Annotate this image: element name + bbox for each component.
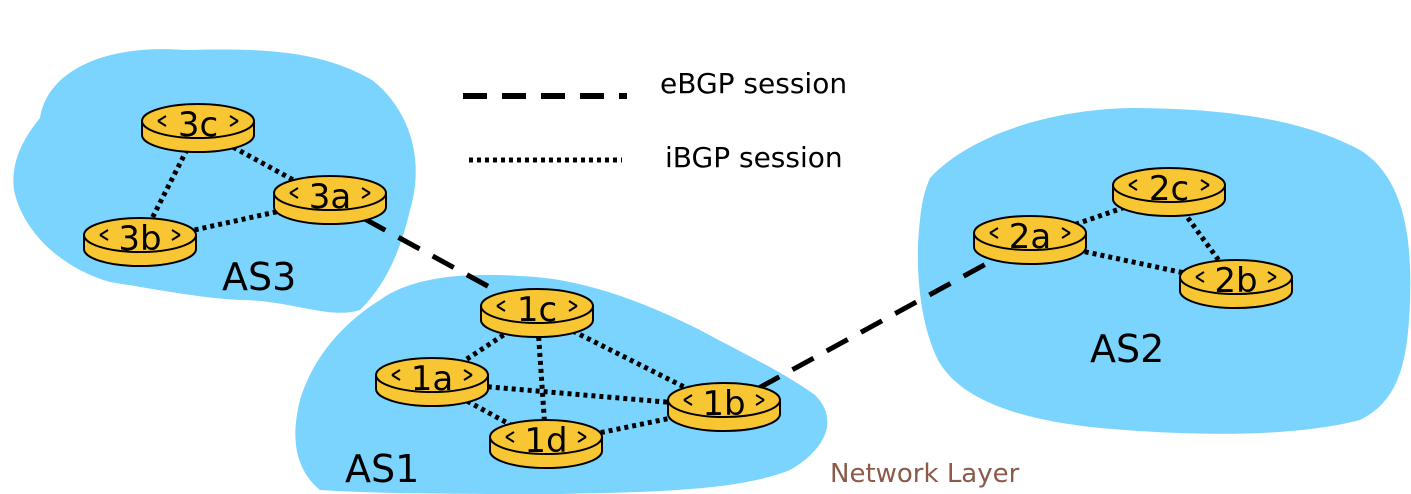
- router-label-2b: 2b: [1214, 261, 1257, 301]
- router-arrows: [1195, 271, 1277, 283]
- router-arrows: [989, 227, 1071, 239]
- ibgp-link-1a-1d: [430, 379, 548, 447]
- router-top: [1112, 167, 1226, 203]
- legend: eBGP session iBGP session: [463, 67, 847, 174]
- footer-caption: Network Layer: [830, 459, 1020, 489]
- router-3a: 3a: [273, 175, 387, 225]
- router-top: [83, 217, 197, 253]
- router-2c: 2c: [1112, 167, 1226, 217]
- router-label-1c: 1c: [517, 290, 557, 330]
- router-1c: 1c: [480, 288, 594, 338]
- router-2b: 2b: [1179, 259, 1293, 309]
- router-3b: 3b: [83, 217, 197, 267]
- ibgp-link-1c-1d: [534, 312, 549, 445]
- router-top: [667, 382, 781, 418]
- routers: 3c 3a 3b 1c 1a 1b 1d 2c 2a 2b: [83, 103, 1293, 469]
- router-top: [273, 175, 387, 211]
- router-label-2a: 2a: [1009, 217, 1051, 257]
- router-arrows: [496, 300, 578, 312]
- router-label-1a: 1a: [411, 359, 453, 399]
- router-label-3a: 3a: [309, 177, 351, 217]
- legend-ibgp-label: iBGP session: [665, 141, 843, 174]
- as3-label: AS3: [222, 255, 296, 299]
- as1-label: AS1: [345, 447, 419, 491]
- router-label-2c: 2c: [1149, 169, 1189, 209]
- router-3c: 3c: [141, 103, 255, 153]
- router-label-1b: 1b: [702, 384, 745, 424]
- router-arrows: [289, 187, 371, 199]
- as1-cloud: [295, 274, 828, 494]
- router-arrows: [683, 394, 765, 406]
- router-top: [375, 357, 489, 393]
- router-top: [973, 215, 1087, 251]
- router-arrows: [505, 431, 587, 443]
- router-label-3c: 3c: [178, 105, 218, 145]
- legend-ebgp-label: eBGP session: [660, 67, 847, 100]
- router-top: [480, 288, 594, 324]
- router-top: [489, 419, 603, 455]
- router-2a: 2a: [973, 215, 1087, 265]
- router-top: [141, 103, 255, 139]
- router-arrows: [1128, 179, 1210, 191]
- router-label-1d: 1d: [524, 421, 567, 461]
- ibgp-link-1d-1b: [545, 404, 725, 447]
- router-arrows: [391, 369, 473, 381]
- router-top: [1179, 259, 1293, 295]
- router-1d: 1d: [489, 419, 603, 469]
- ebgp-link-1b-2a: [722, 237, 1032, 410]
- router-1a: 1a: [375, 357, 489, 407]
- router-label-3b: 3b: [118, 219, 161, 259]
- as2-label: AS2: [1090, 327, 1164, 371]
- router-1b: 1b: [667, 382, 781, 432]
- router-arrows: [157, 115, 239, 127]
- router-arrows: [99, 229, 181, 241]
